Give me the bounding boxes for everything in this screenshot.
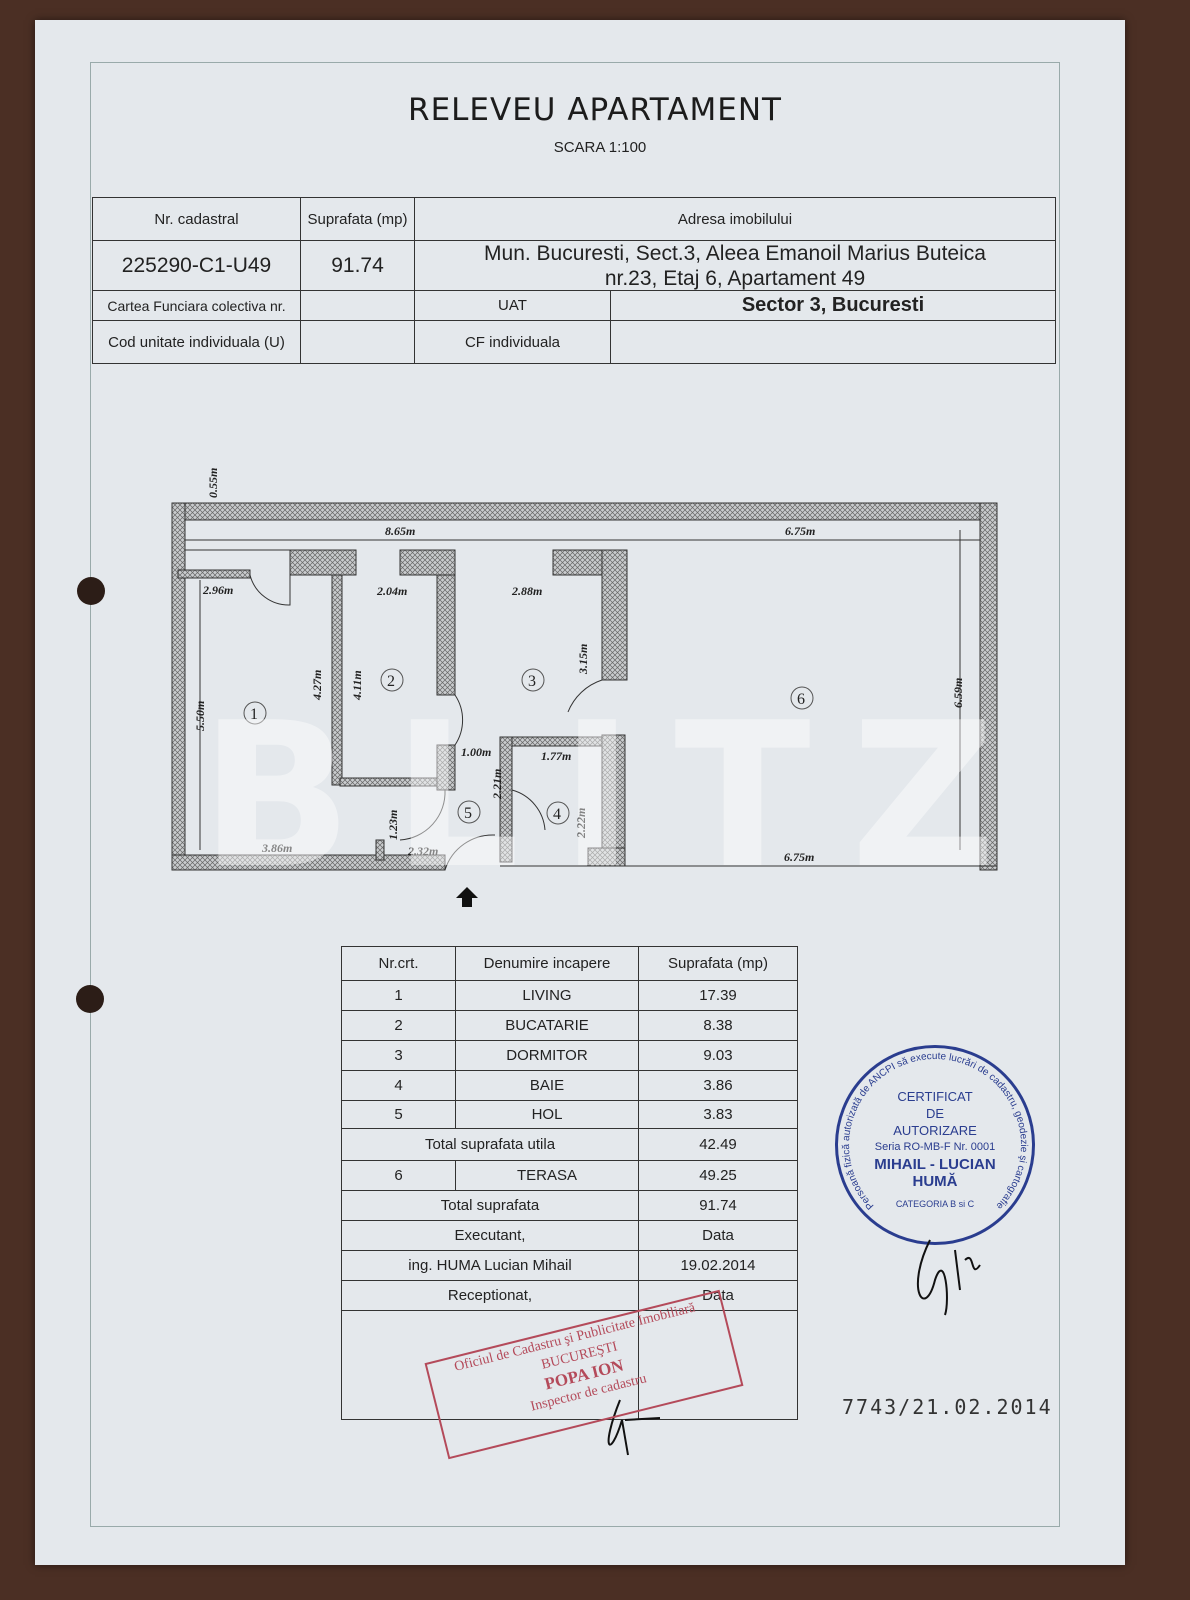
- stamp-line: HUMĂ: [912, 1173, 958, 1190]
- room-area: 49.25: [638, 1160, 798, 1191]
- page-frame: [90, 62, 1060, 1527]
- dimension-label: 2.22m: [574, 808, 588, 839]
- room-nr: 5: [341, 1100, 456, 1129]
- dimension-label: 8.65m: [385, 524, 415, 538]
- total-util-label: Total suprafata utila: [341, 1128, 639, 1161]
- column-header: Suprafata (mp): [638, 946, 798, 981]
- receptionat-date-cell: [638, 1310, 798, 1420]
- punch-hole: [77, 577, 105, 605]
- registration-number: 7743/21.02.2014: [842, 1395, 1053, 1419]
- address-line-2: nr.23, Etaj 6, Apartament 49: [604, 266, 866, 290]
- room-name: BUCATARIE: [455, 1010, 639, 1041]
- dimension-label: 4.11m: [350, 670, 364, 701]
- room-name: DORMITOR: [455, 1040, 639, 1071]
- dimension-label: 1.23m: [386, 810, 400, 840]
- executant-label: Executant,: [341, 1220, 639, 1251]
- executant-date: 19.02.2014: [638, 1250, 798, 1281]
- dimension-label: 2.88m: [511, 584, 542, 598]
- dimension-label: 2.04m: [376, 584, 407, 598]
- date-label: Data: [638, 1220, 798, 1251]
- stamp-line: Seria RO-MB-F Nr. 0001: [874, 1141, 996, 1153]
- total-label: Total suprafata: [341, 1190, 639, 1221]
- dimension-label: 3.86m: [261, 841, 292, 855]
- room-area: 9.03: [638, 1040, 798, 1071]
- dimension-label: 1.00m: [461, 745, 491, 759]
- address-value: Mun. Bucuresti, Sect.3, Aleea Emanoil Ma…: [414, 240, 1056, 291]
- arrow-up-icon: [456, 887, 478, 907]
- room-area: 3.86: [638, 1070, 798, 1101]
- room-number: 6: [797, 691, 805, 708]
- stamp-line: MIHAIL - LUCIAN: [874, 1156, 996, 1173]
- room-number: 3: [528, 673, 536, 690]
- room-nr: 1: [341, 980, 456, 1011]
- document-title: RELEVEU APARTAMENT: [408, 92, 782, 128]
- receptionat-label: Receptionat,: [341, 1280, 639, 1311]
- room-area: 17.39: [638, 980, 798, 1011]
- total-util-value: 42.49: [638, 1128, 798, 1161]
- room-area: 3.83: [638, 1100, 798, 1129]
- room-name: TERASA: [455, 1160, 639, 1191]
- room-nr: 2: [341, 1010, 456, 1041]
- lines: [180, 530, 997, 871]
- dimension-label: 0.55m: [206, 468, 220, 498]
- room-name: BAIE: [455, 1070, 639, 1101]
- room-number: 5: [464, 805, 472, 822]
- stamp-line: AUTORIZARE: [893, 1123, 977, 1138]
- room-nr: 6: [341, 1160, 456, 1191]
- room-markers: 1 2 3 4 5 6: [243, 668, 814, 825]
- room-name: LIVING: [455, 980, 639, 1011]
- dimension-label: 2.21m: [490, 769, 504, 800]
- stamp-line: DE: [925, 1106, 945, 1121]
- punch-hole: [76, 985, 104, 1013]
- executant-name: ing. HUMA Lucian Mihail: [341, 1250, 639, 1281]
- walls: [171, 502, 998, 871]
- dimension-label: 4.27m: [310, 670, 324, 701]
- room-area: 8.38: [638, 1010, 798, 1041]
- scale-label: SCARA 1:100: [553, 139, 647, 156]
- room-number: 4: [553, 806, 561, 823]
- dimension-label: 5.50m: [193, 701, 207, 731]
- room-nr: 3: [341, 1040, 456, 1071]
- dimension-label: 6.59m: [951, 678, 965, 708]
- dimension-label: 2.32m: [407, 844, 438, 858]
- watermark: BLITZ: [200, 680, 1036, 913]
- stamp-line: CERTIFICAT: [897, 1089, 973, 1104]
- dimension-labels: 0.55m 8.65m 6.75m 2.96m 2.04m 2.88m 3.15…: [193, 468, 965, 864]
- room-number: 2: [387, 673, 395, 690]
- dimension-label: 2.96m: [202, 583, 233, 597]
- stamp-line: CATEGORIA B si C: [895, 1199, 975, 1209]
- dimension-label: 1.77m: [541, 749, 571, 763]
- column-header: Nr.crt.: [341, 946, 456, 981]
- dimension-label: 6.75m: [785, 524, 815, 538]
- total-value: 91.74: [638, 1190, 798, 1221]
- address-line-1: Mun. Bucuresti, Sect.3, Aleea Emanoil Ma…: [484, 241, 986, 265]
- room-number: 1: [250, 706, 258, 723]
- room-nr: 4: [341, 1070, 456, 1101]
- dimension-label: 3.15m: [576, 644, 590, 675]
- column-header: Denumire incapere: [455, 946, 639, 981]
- room-name: HOL: [455, 1100, 639, 1129]
- authorization-stamp: CERTIFICAT DE AUTORIZARE Seria RO-MB-F N…: [835, 1045, 1035, 1245]
- dimension-label: 6.75m: [784, 850, 814, 864]
- cf-individuala-value: [610, 320, 1056, 364]
